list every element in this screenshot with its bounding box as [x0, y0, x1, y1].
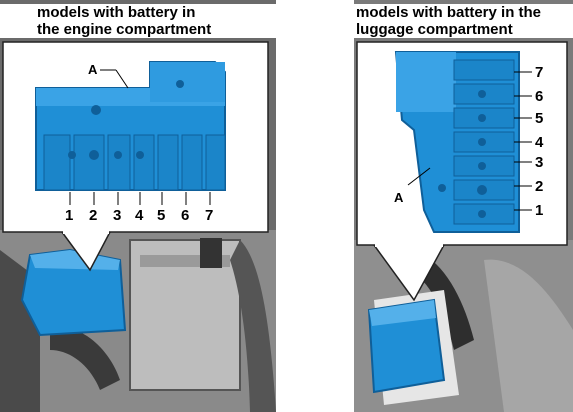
- fuse-number-5: 5: [157, 207, 165, 224]
- fuse-number-right-7: 7: [535, 64, 543, 81]
- left-panel-engine-compartment: A 1 2 3 4 5 6 7 models with battery in t…: [0, 0, 276, 412]
- fuse-box-detail: [35, 61, 226, 205]
- fuse-number-3: 3: [113, 207, 121, 224]
- fuse-number-right-3: 3: [535, 154, 543, 171]
- fuse-number-1: 1: [65, 207, 73, 224]
- fuse-number-4: 4: [135, 207, 144, 224]
- right-luggage-photo: A 7 6 5 4 3 2 1: [354, 0, 573, 412]
- right-panel-luggage-compartment: A 7 6 5 4 3 2 1 models with battery in t…: [354, 0, 573, 412]
- fuse-number-right-6: 6: [535, 88, 543, 105]
- fuse-number-6: 6: [181, 207, 189, 224]
- fuse-box-detail-right: [394, 51, 532, 233]
- right-caption: models with battery in the luggage compa…: [354, 4, 573, 38]
- left-caption: models with battery in the engine compar…: [0, 4, 276, 38]
- left-engine-photo: A 1 2 3 4 5 6 7: [0, 0, 276, 412]
- fuse-number-2: 2: [89, 207, 97, 224]
- fuse-number-right-4: 4: [535, 134, 544, 151]
- fuse-number-right-2: 2: [535, 178, 543, 195]
- fuse-number-right-1: 1: [535, 202, 543, 219]
- callout-a-leader-right: [407, 167, 431, 186]
- right-caption-line1: models with battery in the: [356, 4, 542, 21]
- right-caption-line2: luggage compartment: [356, 21, 513, 38]
- left-caption-line1: models with battery in: [37, 4, 196, 21]
- left-caption-line2: the engine compartment: [37, 21, 212, 38]
- callout-a-label-right: A: [394, 190, 404, 205]
- fuse-number-7: 7: [205, 207, 213, 224]
- battery-terminal: [200, 238, 222, 268]
- callout-a-label: A: [88, 62, 98, 77]
- fuse-number-right-5: 5: [535, 110, 543, 127]
